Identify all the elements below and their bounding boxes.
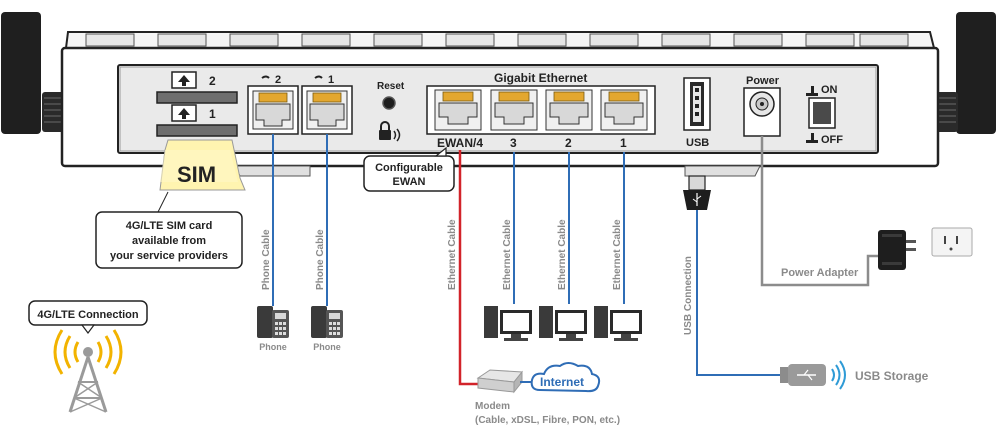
- ethernet-port-1[interactable]: [600, 89, 648, 131]
- wan-cable-line: [458, 150, 480, 386]
- lte-connection-label: 4G/LTE Connection: [37, 309, 139, 321]
- ethernet-port-ewan[interactable]: [434, 89, 482, 131]
- power-switch[interactable]: ON OFF: [806, 84, 843, 146]
- phone-b-label: Phone: [313, 342, 341, 352]
- lan-3-label: 3: [510, 136, 517, 150]
- sim-insert-arrow-icon: [178, 75, 190, 86]
- usb-storage-icon: [780, 364, 826, 386]
- phone-handset-icon: [261, 75, 270, 79]
- phone-handset-icon: [314, 75, 323, 79]
- usb-symbol-icon: [797, 369, 816, 381]
- configurable-line1: Configurable: [375, 162, 443, 174]
- sim-note-line1: 4G/LTE SIM card: [126, 220, 213, 232]
- lock-icon: [379, 121, 401, 142]
- ethernet-cable-label-2: Ethernet Cable: [557, 219, 568, 290]
- wan-ethernet-cable-label: Ethernet Cable: [447, 219, 458, 290]
- gigabit-ethernet-label: Gigabit Ethernet: [494, 71, 587, 85]
- right-antenna: [936, 12, 996, 134]
- ethernet-cable-label-1: Ethernet Cable: [612, 219, 623, 290]
- sim-note-box: 4G/LTE SIM card available from your serv…: [95, 191, 243, 269]
- sim-card-label: SIM: [177, 162, 216, 187]
- lte-signal-waves-icon: [53, 329, 123, 375]
- ethernet-cable-label-3: Ethernet Cable: [502, 219, 513, 290]
- modem-label-line1: Modem: [475, 401, 510, 412]
- phone-a-label: Phone: [259, 342, 287, 352]
- phone-cable-label-1: Phone Cable: [315, 229, 326, 290]
- power-jack[interactable]: [743, 87, 781, 137]
- phone-port-1[interactable]: 1: [301, 74, 353, 135]
- sim-slot-2-label: 2: [209, 74, 216, 88]
- configurable-ewan-callout: Configurable EWAN: [363, 146, 455, 192]
- internet-label: Internet: [540, 375, 584, 389]
- ethernet-port-2[interactable]: [545, 89, 593, 131]
- modem-icon: [476, 369, 523, 394]
- phone-port-2-label: 2: [275, 74, 281, 86]
- sim-insert-arrow-icon: [178, 108, 190, 119]
- power-on-label: ON: [821, 84, 838, 96]
- power-cable-line: [760, 136, 880, 287]
- wireless-signal-icon: [831, 360, 846, 390]
- computer-3-icon: [484, 306, 532, 341]
- internet-cloud-icon: [530, 362, 601, 393]
- usb-storage-label: USB Storage: [855, 369, 929, 383]
- lan-1-label: 1: [620, 136, 627, 150]
- phone-port-2[interactable]: 2: [247, 74, 299, 135]
- phone-port-1-label: 1: [328, 74, 334, 86]
- sim-card-callout: SIM: [159, 139, 246, 191]
- lan-2-label: 2: [565, 136, 572, 150]
- power-adapter-icon: [878, 230, 916, 270]
- computer-1-icon: [594, 306, 642, 341]
- computer-2-icon: [539, 306, 587, 341]
- ewan-port-label: EWAN/4: [437, 136, 483, 150]
- sim-slot-2[interactable]: 2: [156, 71, 238, 104]
- wall-outlet-icon: [931, 227, 973, 257]
- lte-connection-callout: 4G/LTE Connection: [28, 300, 148, 334]
- cell-tower-icon: [68, 347, 108, 413]
- usb-symbol-icon: [692, 193, 702, 206]
- sim-slot-1-label: 1: [209, 107, 216, 121]
- power-adapter-label: Power Adapter: [781, 267, 859, 279]
- phone-a-icon: [257, 306, 289, 338]
- reset-button[interactable]: Reset: [377, 81, 405, 142]
- usb-port[interactable]: [683, 77, 711, 131]
- sim-note-line3: your service providers: [110, 250, 228, 262]
- phone-cable-label-2: Phone Cable: [261, 229, 272, 290]
- phone-b-icon: [311, 306, 343, 338]
- sim-note-line2: available from: [132, 235, 206, 247]
- configurable-line2: EWAN: [393, 176, 426, 188]
- power-off-label: OFF: [821, 134, 843, 146]
- left-antenna: [1, 12, 64, 134]
- ethernet-port-3[interactable]: [490, 89, 538, 131]
- power-label: Power: [746, 75, 780, 87]
- usb-label: USB: [686, 137, 709, 149]
- sim-slot-1[interactable]: 1: [156, 104, 238, 137]
- modem-label-line2: (Cable, xDSL, Fibre, PON, etc.): [475, 415, 620, 426]
- usb-plug: [683, 175, 711, 210]
- usb-connection-label: USB Connection: [683, 256, 694, 335]
- reset-label: Reset: [377, 81, 405, 92]
- usb-cable-line: [696, 210, 780, 376]
